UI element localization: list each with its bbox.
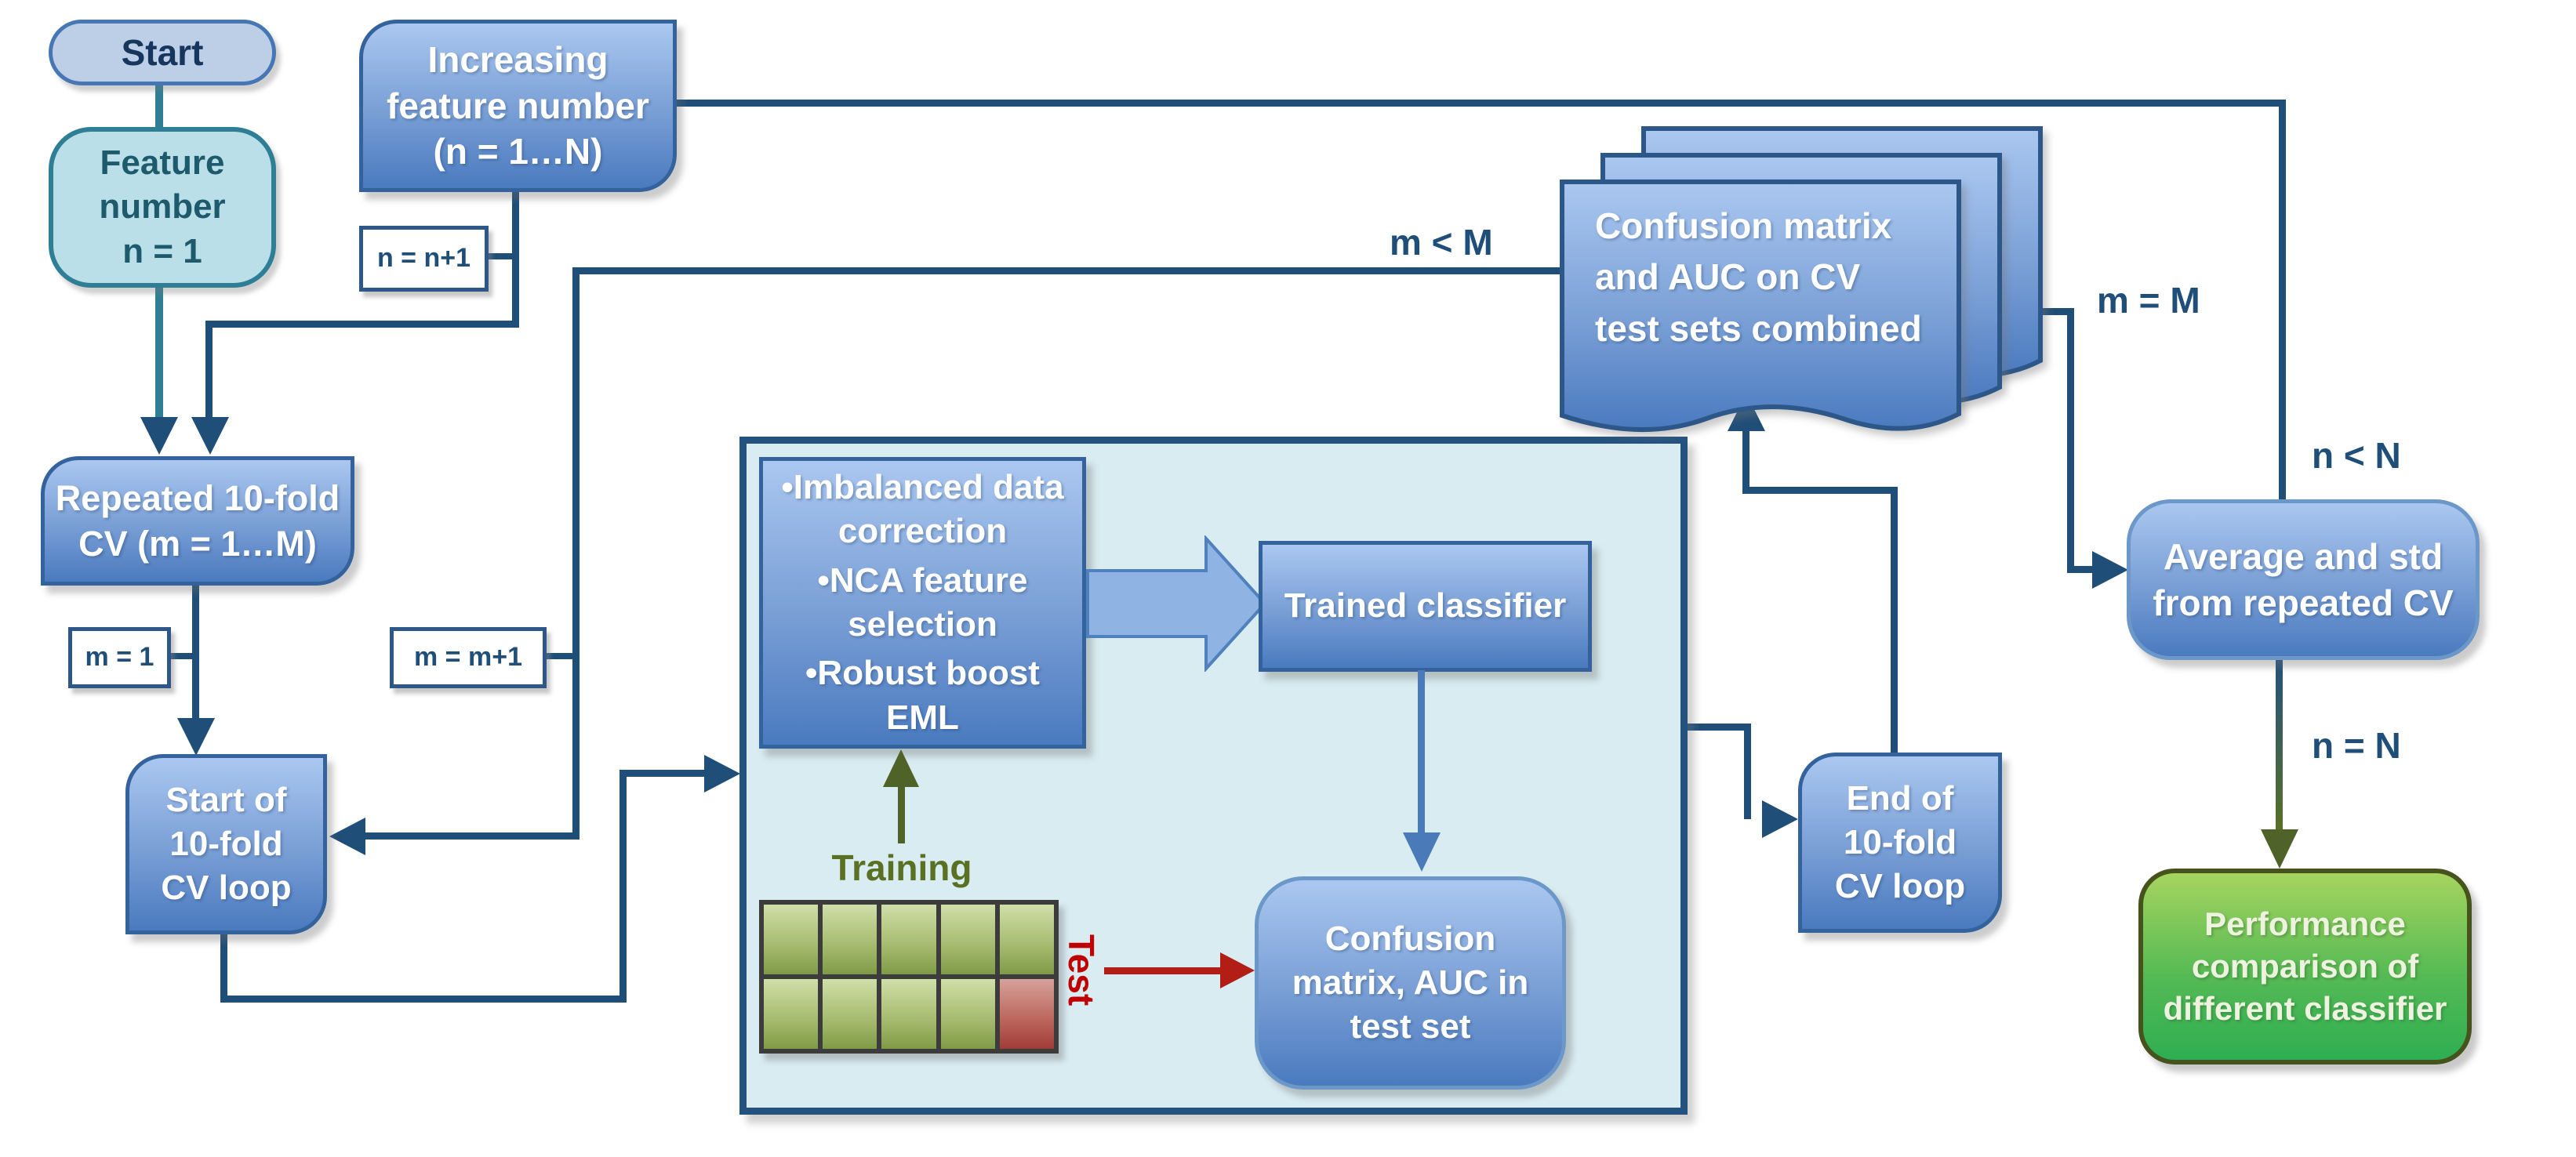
edge-nloop-down (205, 321, 213, 419)
edge-mincr-stub (547, 653, 578, 659)
preprocess-item: •NCA feature selection (817, 560, 1028, 644)
confusion-combined-node: Confusion matrix and AUC on CV test sets… (1595, 205, 1922, 349)
test-label: Test (1061, 934, 1102, 1006)
arrowhead-into-repeatedcv-right (191, 417, 229, 455)
edge-mltM (572, 267, 1562, 274)
cv-fold-cell (940, 905, 995, 974)
edge-neqN (2276, 658, 2283, 836)
arrowhead-into-startloop-right (329, 818, 365, 855)
m-init-box: m = 1 (68, 627, 171, 688)
edge-startloop-down (220, 933, 227, 1000)
arrowhead-into-endloop (1762, 800, 1798, 838)
end-cv-loop-node: End of 10-fold CV loop (1798, 753, 2002, 933)
edge-nloop-horizontal (205, 321, 519, 328)
arrowhead-into-container (704, 755, 740, 792)
edge-nincr-stub (486, 253, 518, 259)
edge-endloop-up (1891, 487, 1898, 753)
label-m-eq-M: m = M (2097, 280, 2200, 321)
arrowhead-into-repeatedcv-left (140, 417, 178, 455)
cv-test-cell (999, 979, 1054, 1049)
n-increment-box: n = n+1 (359, 226, 489, 292)
feature-number-node: Feature number n = 1 (49, 127, 276, 288)
start-cv-loop-node: Start of 10-fold CV loop (125, 754, 327, 934)
trained-classifier-node: Trained classifier (1259, 541, 1592, 672)
preprocess-node: •Imbalanced data correction •NCA feature… (759, 457, 1086, 749)
arrowhead-into-confusiontest (1403, 832, 1441, 872)
edge-trained-confusion (1418, 670, 1425, 836)
edge-container-out-down (1744, 724, 1751, 819)
test-arrow-line (1104, 967, 1223, 974)
edge-into-container (619, 770, 704, 777)
arrowhead-into-average (2092, 551, 2128, 589)
cv-fold-cell (823, 905, 877, 974)
doc-sheet-front (1560, 180, 1961, 432)
edge-container-out (1688, 724, 1751, 731)
edge-meqM-down (2067, 308, 2074, 573)
edge-m1-stub (171, 653, 199, 659)
performance-node: Performance comparison of different clas… (2138, 869, 2472, 1065)
label-n-eq-N: n = N (2312, 725, 2401, 766)
preprocess-item: •Robust boost EML (805, 654, 1040, 737)
cv-fold-cell (881, 979, 936, 1049)
cv-fold-cell (764, 905, 819, 974)
edge-endloop-left (1742, 487, 1898, 494)
cv-fold-cell (940, 979, 995, 1049)
edge-meqM-toavg (2067, 566, 2095, 573)
training-arrow-line (898, 782, 905, 843)
cv-fold-cell (999, 905, 1054, 974)
training-arrowhead (883, 749, 919, 787)
label-m-lt-M: m < M (1390, 222, 1493, 263)
edge-mloop-vertical (572, 267, 580, 839)
edge-start-feature (155, 83, 163, 129)
edge-top-long (677, 100, 2286, 107)
increasing-feature-node: Increasing feature number (n = 1…N) (359, 20, 677, 192)
edge-right-down (2279, 100, 2286, 501)
edge-feature-repeatedcv (155, 286, 163, 419)
average-std-node: Average and std from repeated CV (2127, 499, 2480, 660)
cv-grid (759, 900, 1059, 1054)
edge-meqM-out (2039, 308, 2074, 315)
edge-mloop-toloop (362, 832, 580, 840)
edge-endloop-up2 (1742, 430, 1749, 494)
confusion-test-node: Confusion matrix, AUC in test set (1255, 876, 1566, 1090)
preprocess-item: •Imbalanced data correction (781, 468, 1064, 551)
edge-bottom-horizontal (220, 996, 627, 1003)
training-label: Training (831, 847, 972, 888)
start-node: Start (49, 20, 276, 85)
edge-increasing-down (512, 192, 519, 327)
label-n-lt-N: n < N (2312, 435, 2401, 476)
cv-fold-cell (823, 979, 877, 1049)
repeated-cv-node: Repeated 10-fold CV (m = 1…M) (41, 456, 354, 586)
cv-fold-cell (764, 979, 819, 1049)
block-arrow (1086, 535, 1267, 672)
m-increment-box: m = m+1 (390, 627, 547, 688)
cv-fold-cell (881, 905, 936, 974)
arrowhead-into-startloop (177, 718, 215, 756)
edge-bottom-up (619, 770, 627, 1003)
test-arrowhead (1220, 952, 1255, 988)
arrowhead-into-performance (2261, 829, 2298, 869)
